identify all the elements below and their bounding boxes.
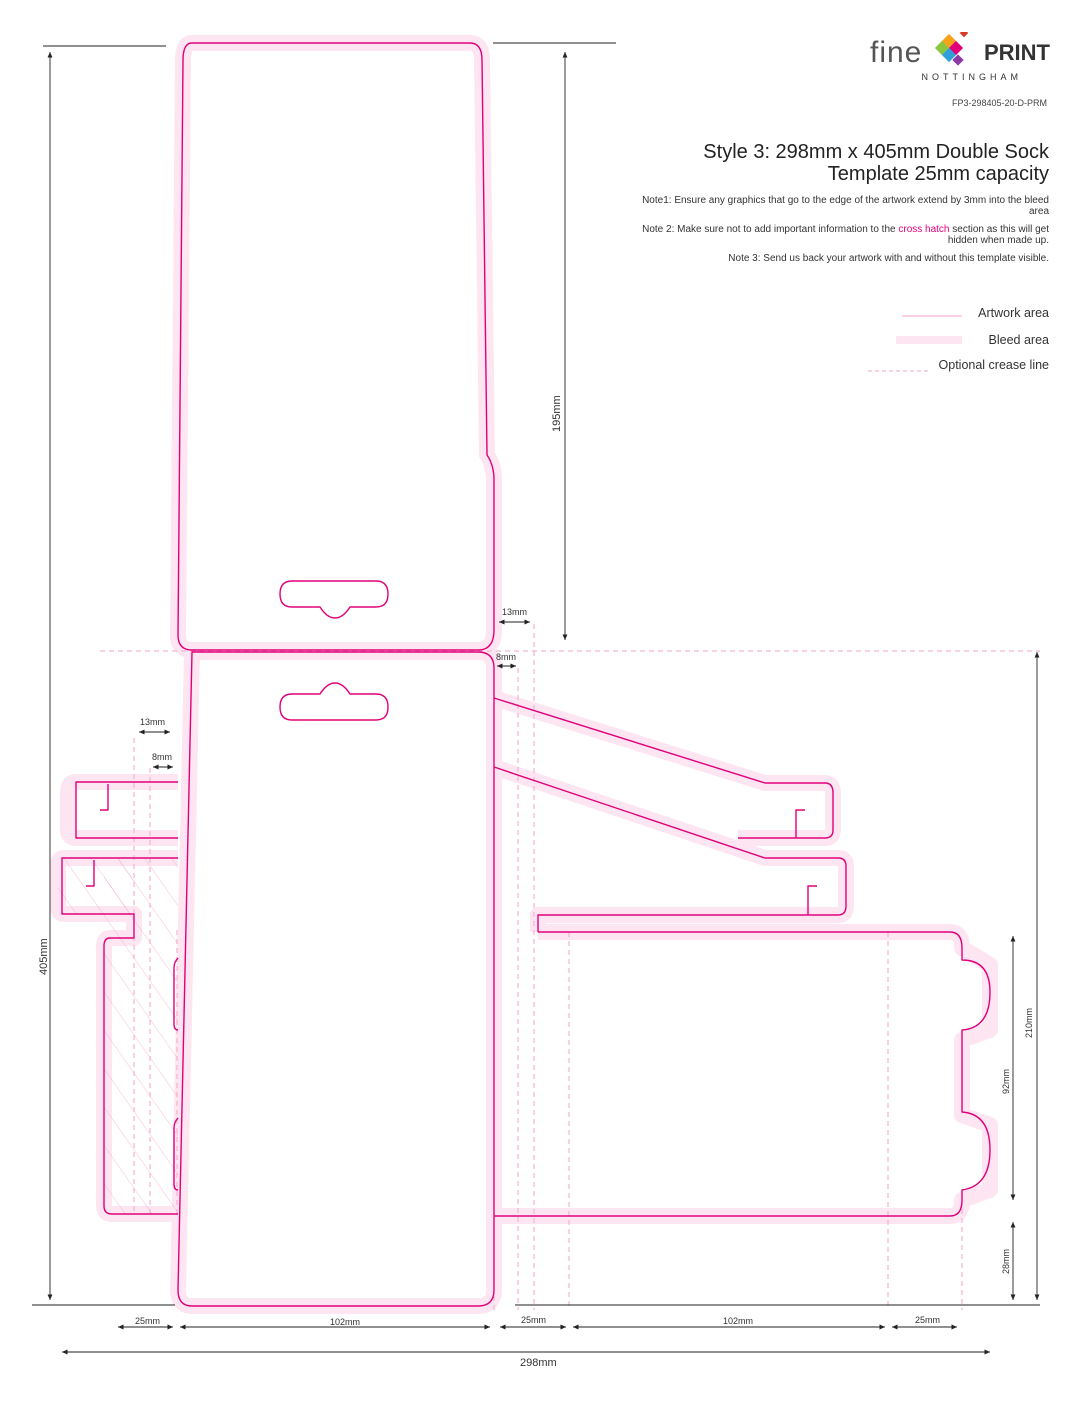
dim-8-right: 8mm <box>496 652 516 662</box>
dim-25-b: 25mm <box>521 1315 546 1325</box>
dimension-lines <box>32 42 1040 1355</box>
note-2-post: section as this will get hidden when mad… <box>947 224 1049 246</box>
left-flap-upper-tab <box>100 784 109 811</box>
right-flap-upper-tab <box>795 809 805 838</box>
cross-hatch-area-top <box>58 858 134 914</box>
dim-298: 298mm <box>520 1357 557 1369</box>
right-flap-lower <box>493 766 847 932</box>
note-2-highlight: cross hatch <box>898 224 950 235</box>
back-panel <box>494 931 991 1217</box>
dim-102-b: 102mm <box>723 1316 753 1326</box>
dim-25-a: 25mm <box>135 1316 160 1326</box>
left-side-panel <box>61 857 178 1215</box>
note-3: Note 3: Send us back your artwork with a… <box>728 253 1049 264</box>
note-1: Note1: Ensure any graphics that go to th… <box>642 195 1049 217</box>
dim-102-a: 102mm <box>330 1317 360 1327</box>
legend-artwork-label: Artwork area <box>978 306 1049 320</box>
legend-swatches <box>868 315 962 372</box>
legend-bleed-label: Bleed area <box>988 333 1049 347</box>
reference-code: FP3-298405-20-D-PRM <box>951 98 1047 108</box>
fineprint-logo: FINE PRINT NOTTINGHAM <box>870 30 1050 90</box>
right-flap-upper <box>493 697 834 839</box>
dim-13-left: 13mm <box>140 717 165 727</box>
logo-print-text: PRINT <box>984 40 1050 65</box>
legend-crease-label: Optional crease line <box>938 358 1049 372</box>
hang-hole-top <box>279 580 389 619</box>
left-flap-lower-tab <box>86 860 95 887</box>
hang-hole-bottom <box>279 682 389 721</box>
front-panel <box>177 651 495 1307</box>
header-panel-top <box>177 42 495 651</box>
left-flap-upper <box>75 781 178 839</box>
cross-hatch-area <box>104 858 178 1214</box>
right-flap-lower-tab <box>807 885 817 915</box>
dim-92: 92mm <box>1001 1069 1011 1094</box>
logo-city-text: NOTTINGHAM <box>921 72 1022 82</box>
dim-8-left: 8mm <box>152 752 172 762</box>
note-2-pre: Note 2: Make sure not to add important i… <box>642 224 899 235</box>
page-title: Style 3: 298mm x 405mm Double Sock Templ… <box>703 141 1049 185</box>
dim-405: 405mm <box>38 938 50 975</box>
cut-lines <box>61 42 991 1307</box>
dim-13-right: 13mm <box>502 607 527 617</box>
dim-25-c: 25mm <box>915 1315 940 1325</box>
dim-210: 210mm <box>1024 1008 1034 1038</box>
logo-diamond-icon <box>934 32 969 66</box>
note-2: Note 2: Make sure not to add important i… <box>629 224 1049 246</box>
dim-195: 195mm <box>551 395 563 432</box>
logo-fine-text: FINE <box>870 36 923 69</box>
dim-28: 28mm <box>1001 1249 1011 1274</box>
